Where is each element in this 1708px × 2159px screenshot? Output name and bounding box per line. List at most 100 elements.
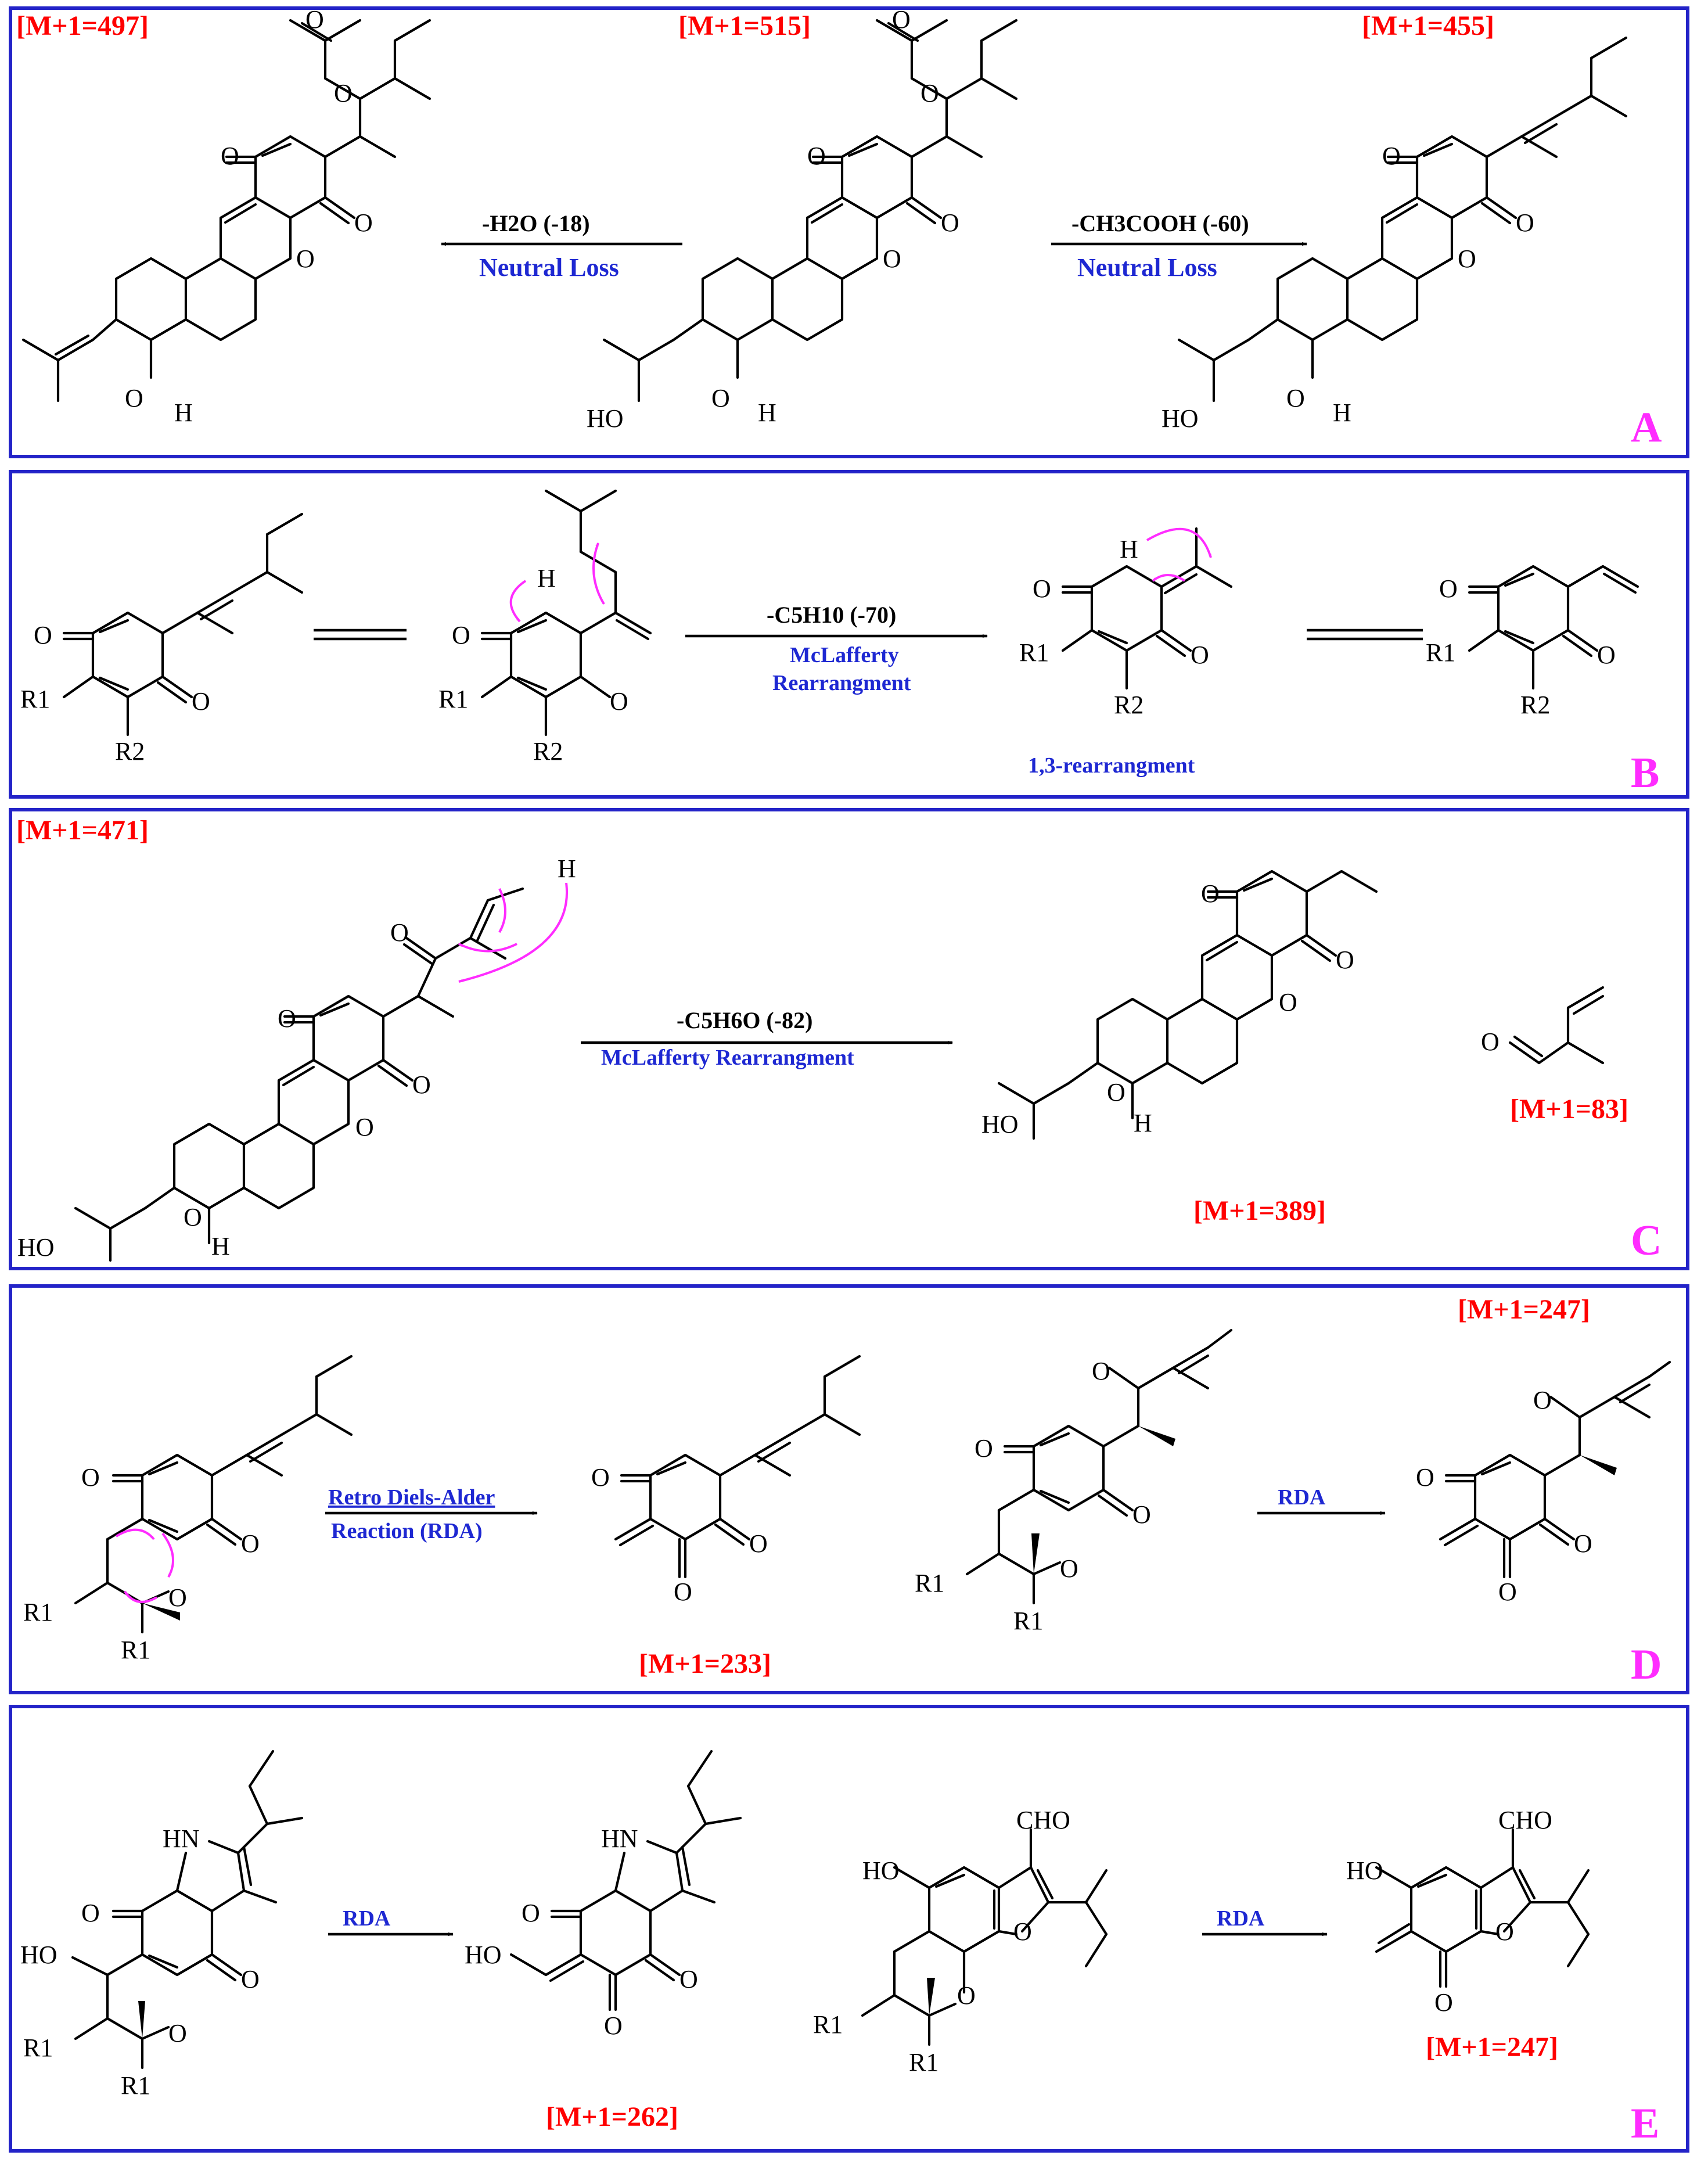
atom-label: R1 [909,2048,938,2077]
atom-label: O [1458,245,1476,273]
note-b-bottom: 1,3-rearrangment [1028,753,1195,778]
atom-label: O [354,209,373,237]
atom-label: O [522,1899,540,1927]
panel-b-frame [9,470,1689,799]
atom-label: O [941,209,959,237]
atom-label: O [1439,574,1458,603]
mass-d-product1: [M+1=233] [639,1648,771,1679]
panel-a-frame [9,6,1689,458]
atom-label: HO [17,1233,55,1262]
atom-label: O [679,1965,698,1993]
atom-label: O [192,687,210,716]
atom-label: R2 [1520,691,1550,719]
atom-label: HN [601,1824,638,1853]
note-c: McLafferty Rearrangment [601,1046,854,1070]
atom-label: O [610,687,628,716]
note-d1-line1: Retro Diels-Alder [328,1485,495,1510]
atom-label: HO [981,1110,1019,1138]
atom-label: O [1286,384,1305,412]
condition-a-right: -CH3COOH (-60) [1071,210,1249,236]
panel-c: O O O O H HO O H -C5H6O (-82) McLafferty… [9,808,1689,1270]
molecule-b-4 [1468,565,1639,690]
mechanism-arrow [1152,574,1186,582]
atom-label: O [81,1463,100,1492]
mechanism-arrow [1146,527,1212,558]
mechanism-arrow [115,1528,155,1540]
atom-label: O [883,245,901,273]
atom-label: O [1574,1529,1592,1558]
atom-label: O [241,1529,260,1558]
atom-label: R1 [23,1598,53,1626]
atom-label: O [1336,946,1354,974]
stereo-wedge [1031,1533,1040,1574]
atom-label: HO [1162,404,1199,433]
atom-label: H [558,854,576,883]
atom-label: O [1060,1554,1078,1583]
stereo-wedge [927,1978,935,2016]
note-e1: RDA [343,1906,391,1931]
panel-e: HN O O O HO R1 R1 RDA [9,1705,1689,2153]
atom-label: H [1134,1109,1152,1137]
note-b-line1: McLafferty [790,643,899,667]
panel-e-frame [9,1705,1689,2153]
atom-label: CHO [1498,1806,1552,1834]
atom-label: O [168,2019,187,2047]
molecule-b-1 [62,512,304,737]
atom-label: O [591,1463,610,1492]
atom-label: O [355,1113,374,1141]
note-e2: RDA [1217,1906,1265,1931]
atom-label: O [892,5,911,34]
atom-label: O [412,1070,431,1099]
atom-label: O [957,1981,976,2010]
atom-label: O [674,1578,692,1606]
molecule-d-4 [1439,1360,1671,1579]
atom-label: O [1434,1988,1453,2017]
panel-letter-e: E [1631,2100,1659,2147]
panel-letter-d: D [1631,1641,1662,1689]
mass-c-product: [M+1=389] [1193,1195,1326,1226]
mechanism-arrow [161,1532,174,1578]
atom-label: O [334,79,353,107]
atom-label: HO [862,1856,900,1885]
mass-e-product1: [M+1=262] [546,2101,678,2132]
atom-label: HO [465,1941,502,1969]
atom-label: O [1416,1463,1434,1492]
atom-label: O [749,1529,768,1558]
atom-label: O [1495,1917,1514,1946]
note-d2: RDA [1278,1485,1326,1510]
atom-label: R1 [20,685,50,713]
panel-d: O O O R1 R1 Retro Diels-Alder Reaction (… [9,1284,1689,1694]
atom-label: O [975,1434,993,1463]
panel-b: O O R1 R2 H O O R1 R2 [9,470,1689,799]
mechanism-arrow [498,888,506,933]
atom-label: O [1033,574,1051,603]
atom-label: R2 [1114,691,1144,719]
atom-label: H [1333,398,1351,427]
atom-label: H [1120,535,1138,563]
atom-label: O [305,5,324,34]
atom-label: O [221,142,239,170]
condition-c: -C5H6O (-82) [677,1007,812,1033]
note-a-left: Neutral Loss [479,253,619,282]
mass-a-right: [M+1=455] [1362,10,1494,41]
stereo-wedge [1138,1426,1175,1446]
atom-label: HO [1346,1856,1383,1885]
atom-label: R1 [915,1569,944,1597]
atom-label: O [711,384,730,412]
atom-label: O [168,1583,187,1612]
molecule-d-2 [614,1355,861,1579]
atom-label: O [1092,1357,1110,1385]
atom-label: O [452,621,470,649]
mechanism-arrow [592,543,605,605]
atom-label: R2 [533,737,563,766]
mass-c-left: [M+1=471] [16,815,149,846]
condition-b: -C5H10 (-70) [767,602,896,628]
atom-label: HO [587,404,624,433]
stereo-wedge [1580,1455,1617,1475]
panel-letter-b: B [1631,749,1659,797]
molecule-c-product [997,870,1378,1140]
atom-label: O [1013,1917,1032,1946]
molecule-a-right: O O O O H HO [1162,36,1628,433]
panel-a: O O O O H O O [9,5,1689,458]
